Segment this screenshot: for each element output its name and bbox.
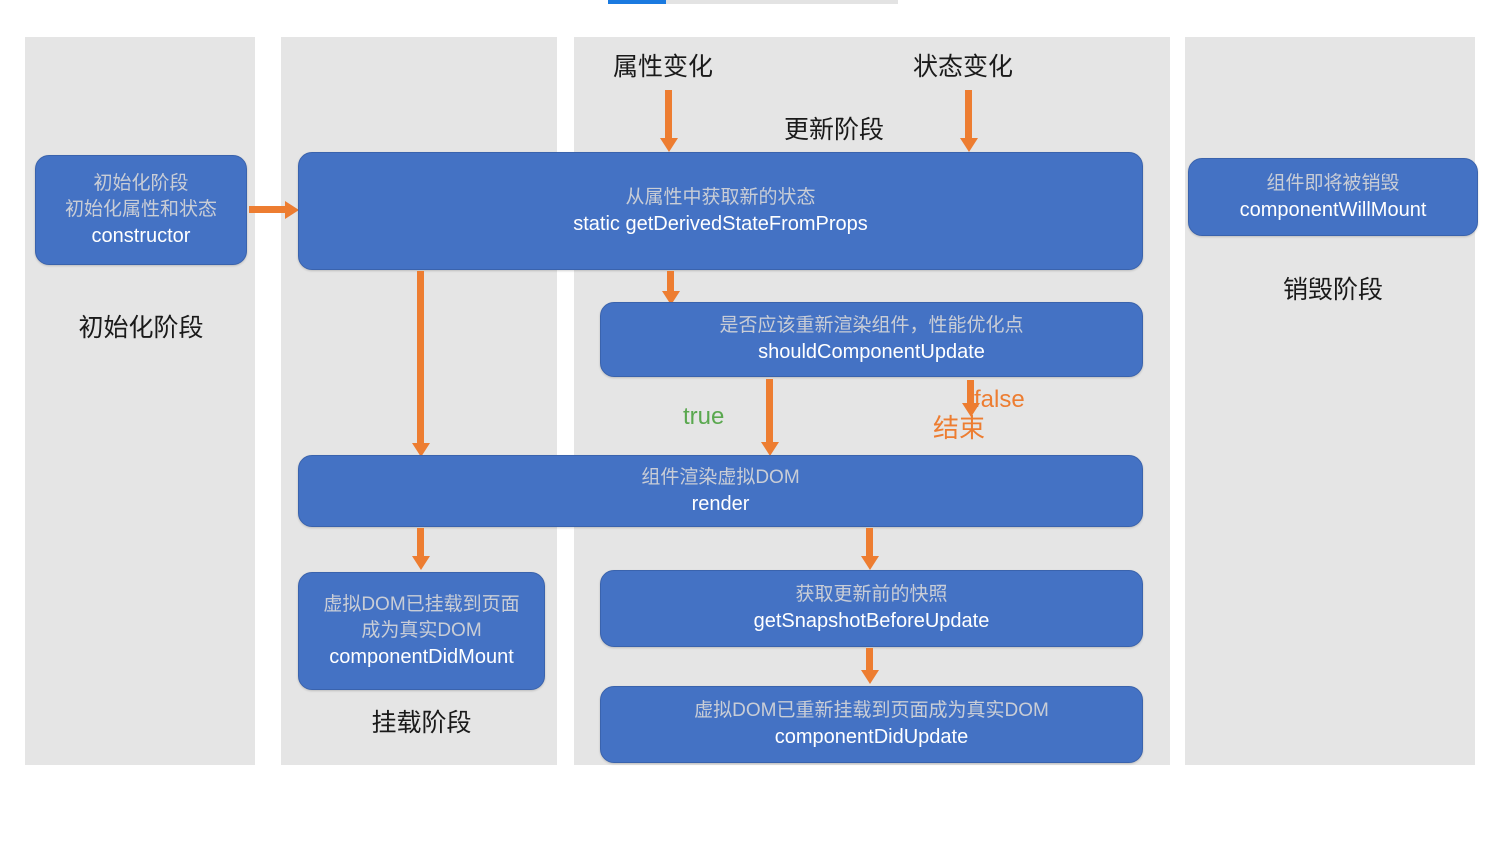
- node-did-update-en: componentDidUpdate: [774, 726, 969, 748]
- arrow-derived-state-to-should-update: [667, 271, 674, 292]
- node-render-cn: 组件渲染虚拟DOM: [641, 466, 800, 488]
- node-should-update-en: shouldComponentUpdate: [758, 341, 985, 363]
- node-constructor-en: constructor: [91, 224, 191, 247]
- node-constructor-cn-line2: 初始化属性和状态: [64, 198, 217, 220]
- arrow-render-to-did-mount: [417, 528, 424, 557]
- node-get-snapshot-cn: 获取更新前的快照: [795, 584, 948, 605]
- node-component-will-unmount[interactable]: 组件即将被销毁 componentWillMount: [1188, 158, 1478, 236]
- arrow-derived-state-to-render: [417, 271, 424, 444]
- arrow-state-to-derived-state: [965, 90, 972, 139]
- node-did-mount-cn: 虚拟DOM已挂载到页面成为真实DOM: [323, 593, 520, 641]
- trigger-label-state: 状态变化: [913, 53, 1014, 81]
- arrow-should-update-true-to-render: [766, 379, 773, 443]
- node-get-snapshot-en: getSnapshotBeforeUpdate: [753, 610, 990, 632]
- node-component-did-update[interactable]: 虚拟DOM已重新挂载到页面成为真实DOM componentDidUpdate: [600, 686, 1143, 763]
- node-did-mount-en: componentDidMount: [329, 645, 514, 668]
- trigger-label-props: 属性变化: [613, 53, 714, 81]
- page-load-progress-fill: [608, 0, 666, 4]
- panel-destroy-phase: [1185, 37, 1475, 765]
- edge-label-false: false: [974, 386, 1025, 413]
- node-render[interactable]: 组件渲染虚拟DOM render: [298, 455, 1143, 527]
- edge-label-true: true: [683, 403, 725, 430]
- node-did-update-cn: 虚拟DOM已重新挂载到页面成为真实DOM: [694, 700, 1049, 721]
- arrow-props-to-derived-state: [665, 90, 672, 139]
- edge-label-end: 结束: [933, 413, 986, 443]
- node-should-component-update[interactable]: 是否应该重新渲染组件，性能优化点 shouldComponentUpdate: [600, 302, 1143, 377]
- node-will-unmount-cn: 组件即将被销毁: [1266, 172, 1400, 194]
- node-get-snapshot-before-update[interactable]: 获取更新前的快照 getSnapshotBeforeUpdate: [600, 570, 1143, 647]
- phase-caption-update: 更新阶段: [783, 116, 884, 144]
- node-get-derived-state-from-props[interactable]: 从属性中获取新的状态 static getDerivedStateFromPro…: [298, 152, 1143, 270]
- phase-caption-destroy: 销毁阶段: [1282, 276, 1383, 304]
- panel-init-phase: [25, 37, 255, 765]
- arrow-render-to-get-snapshot: [866, 528, 873, 557]
- node-render-en: render: [691, 492, 750, 515]
- node-get-derived-state-en: static getDerivedStateFromProps: [573, 212, 868, 235]
- node-get-derived-state-cn: 从属性中获取新的状态: [625, 186, 816, 208]
- page-load-progress-track: [608, 0, 898, 4]
- node-constructor[interactable]: 初始化阶段 初始化属性和状态 constructor: [35, 155, 247, 265]
- node-should-update-cn: 是否应该重新渲染组件，性能优化点: [719, 315, 1024, 336]
- arrow-get-snapshot-to-did-update: [866, 648, 873, 671]
- node-constructor-cn-line1: 初始化阶段: [93, 172, 189, 194]
- node-will-unmount-en: componentWillMount: [1239, 198, 1427, 221]
- node-component-did-mount[interactable]: 虚拟DOM已挂载到页面成为真实DOM componentDidMount: [298, 572, 545, 690]
- arrow-should-update-false: [967, 380, 974, 404]
- phase-caption-mount: 挂载阶段: [371, 709, 472, 737]
- arrow-constructor-to-derived-state: [249, 206, 286, 213]
- phase-caption-init: 初始化阶段: [78, 314, 204, 342]
